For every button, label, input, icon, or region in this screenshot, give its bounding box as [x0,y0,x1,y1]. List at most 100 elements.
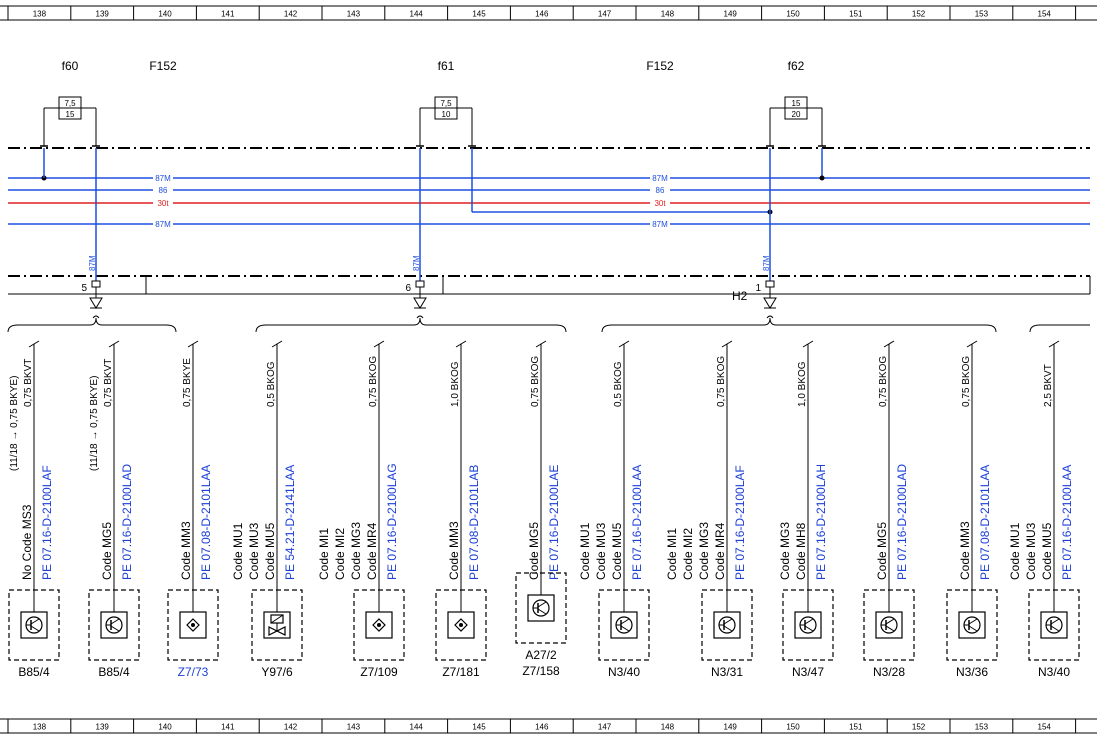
component-label: Z7/73 [178,665,209,679]
ruler-top-label: 148 [661,10,675,19]
fuse-group-label: F152 [149,59,177,73]
component-dashed-box [8,589,60,661]
component-dashed-box [515,572,567,644]
ruler-top-label: 153 [975,10,989,19]
transistor-icon-emitter [968,625,978,632]
component-label: B85/4 [98,665,130,679]
ruler-bottom-label: 144 [410,723,424,732]
drop-wire-label: 87M [412,255,421,271]
component-symbol-box [20,611,48,639]
component-symbol-box [958,611,986,639]
connector-splice [416,315,424,319]
fuse-rating-b: 20 [792,110,801,119]
branch-code: Code MU5 [263,522,277,580]
component-dashed-box [435,589,487,661]
connector-arrow [763,297,777,309]
branch-wire-label: 1,0 BKOG [450,361,461,407]
branch-code: Code MR4 [365,522,379,580]
bus-label-bg [650,185,670,194]
ruler-top-label: 143 [347,10,361,19]
ruler-top-label: 144 [410,10,424,19]
branch-reference: PE 07.16-D-2100LAE [547,465,561,580]
diamond-icon [186,618,200,632]
connector-group-label: H2 [732,289,748,303]
ruler-bottom-label: 151 [849,723,863,732]
bus-line-label: 30t [654,199,666,208]
branch-reference: PE 07.16-D-2100LAF [40,465,54,580]
fuse-rating-a: 7,5 [440,99,452,108]
ruler-bottom-label: 149 [724,723,738,732]
ruler-top-label: 146 [535,10,549,19]
component-dashed-box [863,589,915,661]
branch-reference: PE 07.16-D-2100LAD [120,464,134,580]
ruler-top-label: 149 [724,10,738,19]
branch-wire-label: 0,75 BKVT [103,359,114,407]
branch-wire-label: 1,0 BKOG [797,361,808,407]
bus-line-label: 86 [656,186,665,195]
transistor-icon-collector [1050,618,1060,625]
branch-code: Code MI1 [317,528,331,580]
branch-code: Code MU5 [610,522,624,580]
component-dashed-box [1028,589,1080,661]
branch-code: Code MU1 [231,522,245,580]
connector-terminal [91,280,101,288]
component-symbol-box [610,611,638,639]
ruler-top-label: 151 [849,10,863,19]
fuse-id-label: f60 [62,59,79,73]
ruler-top-label: 150 [786,10,800,19]
branch-reference: PE 07.08-D-2101LAB [467,465,481,580]
ruler-bottom-label: 138 [33,723,47,732]
branch-code: Code MG5 [875,522,889,580]
branch-reference: PE 07.16-D-2100LAG [385,463,399,580]
branch-code: Code MI2 [681,528,695,580]
branch-wire-label: 2,5 BKVT [1043,364,1054,407]
component-label: N3/40 [1038,665,1070,679]
branch-code: Code MU3 [1024,522,1038,580]
bus-label-bg [153,185,173,194]
connector-splice [92,315,100,319]
fuse-id-label: f62 [788,59,805,73]
branch-code: Code MM3 [447,521,461,580]
branch-reference: PE 54.21-D-2141LAA [283,465,297,580]
branch-code: Code MI2 [333,528,347,580]
connector-terminal [415,280,425,288]
component-label: Z7/109 [360,665,398,679]
branch-wire-label: 0,75 BKOG [368,356,379,407]
diamond-icon-dot [191,623,195,627]
ruler-bottom-label: 147 [598,723,612,732]
transistor-icon-collector [968,618,978,625]
transistor-icon-collector [110,618,120,625]
ruler-top-label: 140 [158,10,172,19]
fuse-rating-b: 15 [66,110,75,119]
component-label: Z7/181 [442,665,480,679]
fuse-group-label: F152 [646,59,674,73]
branch-code: Code MG3 [697,522,711,580]
component-symbol-box [447,611,475,639]
branch-wire-prefix: (11/18 → 0,75 BKYE) [89,376,100,471]
branch-reference: PE 07.16-D-2100LAD [895,464,909,580]
branch-code: Code MG5 [527,522,541,580]
ruler-bottom-label: 145 [472,723,486,732]
ruler-top-label: 139 [96,10,110,19]
ruler-bottom-label: 142 [284,723,298,732]
branch-code: Code MG5 [100,522,114,580]
transistor-icon-emitter [885,625,895,632]
valve-icon [268,626,286,636]
fuse-rating-a: 15 [792,99,801,108]
connector-terminal [765,280,775,288]
fuse-rating-a: 7,5 [64,99,76,108]
diamond-icon-dot [377,623,381,627]
branch-wire-label: 0,75 BKOG [530,356,541,407]
branch-code: Code MU1 [578,522,592,580]
bus-line-label: 87M [652,220,668,229]
ruler-top-label: 141 [221,10,235,19]
connector-number: 6 [405,283,411,294]
branch-wire-label: 0,5 BKOG [266,361,277,407]
branch-code: Code MG3 [349,522,363,580]
bus-line-label: 86 [159,186,168,195]
component-dashed-box [598,589,650,661]
bus-label-bg [650,219,670,228]
component-label-secondary: Z7/158 [522,664,560,678]
component-label: N3/31 [711,665,743,679]
